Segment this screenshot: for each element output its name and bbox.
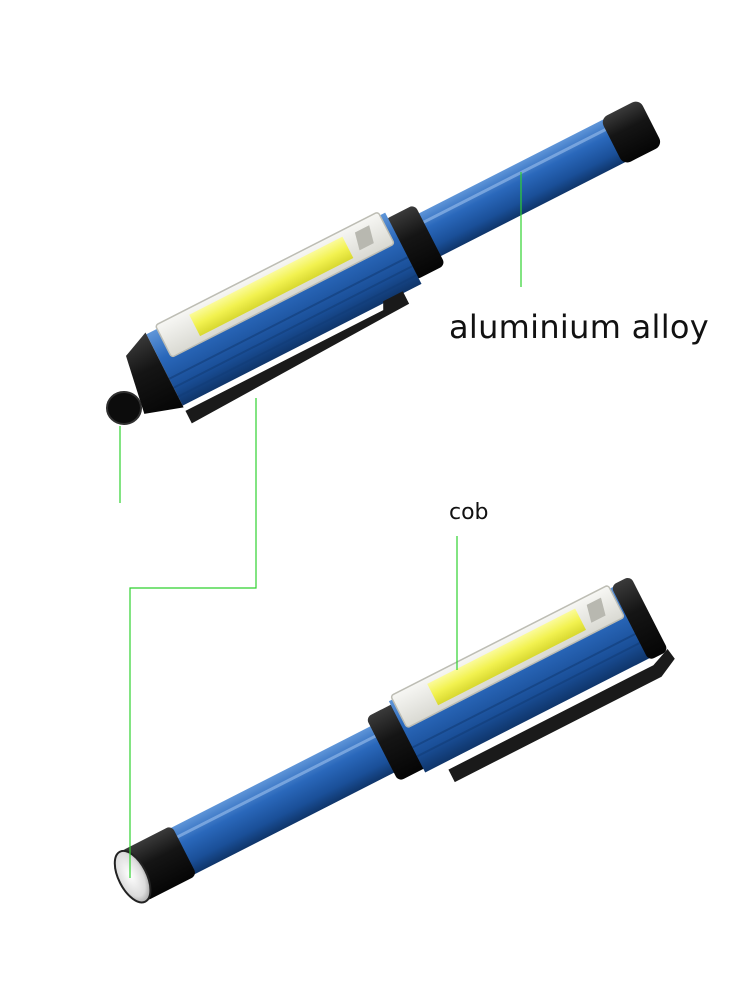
top-collar <box>386 206 444 279</box>
bottom-barrel <box>165 716 414 878</box>
aluminium-alloy-label: aluminium alloy <box>449 308 710 346</box>
bottom-head <box>612 577 667 659</box>
clip-leader-line <box>129 398 257 878</box>
top-switch-button <box>106 391 142 425</box>
bottom-collar <box>367 704 427 780</box>
top-penlight <box>125 101 661 424</box>
top-cob-led <box>189 236 354 337</box>
top-end-cap <box>602 101 661 163</box>
top-head <box>125 332 184 414</box>
cob-label: cob <box>449 500 489 525</box>
bottom-lens <box>113 849 152 904</box>
bottom-cob-led <box>427 608 587 706</box>
leader-lines <box>119 172 522 878</box>
top-barrel <box>404 116 632 264</box>
bottom-penlight <box>113 577 675 904</box>
top-clip <box>185 291 410 424</box>
bottom-clip <box>448 648 675 783</box>
